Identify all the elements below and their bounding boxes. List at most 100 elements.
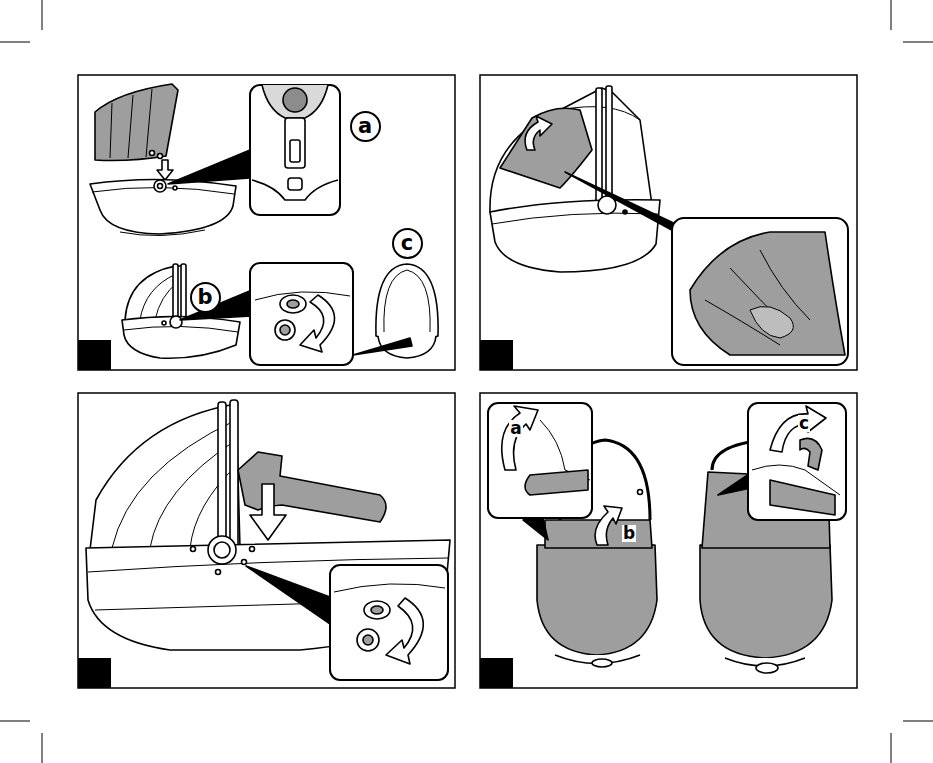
carry-handle-part <box>238 452 386 522</box>
canopy-extension-part <box>623 210 627 214</box>
carry-handle-part <box>386 598 423 664</box>
canopy-fitting-part <box>288 178 302 190</box>
canopy-fitting-part <box>90 179 236 234</box>
callout-circle: c <box>392 228 423 259</box>
panel-frames <box>78 75 857 688</box>
carry-handle-part <box>191 547 196 552</box>
carry-handle-part <box>218 402 226 552</box>
apron-cover-part <box>770 480 835 515</box>
canopy-fitting-part <box>157 160 173 180</box>
carry-handle-part <box>364 601 390 619</box>
step-number-blocks-part <box>480 340 513 370</box>
carry-handle-part <box>250 547 255 552</box>
canopy-extension-part <box>492 213 658 224</box>
callout-letter: c <box>401 233 413 254</box>
apron-cover-part <box>488 403 592 518</box>
canopy-fitting-part <box>250 85 340 215</box>
carry-handle <box>86 400 450 680</box>
canopy-fitting-part <box>150 151 155 156</box>
apron-cover-part <box>595 506 622 545</box>
hood-fixing-part <box>173 264 178 322</box>
hood-fixing-part <box>280 295 306 313</box>
step-letter: c <box>798 415 810 432</box>
step-number-blocks <box>78 340 513 688</box>
hood-fixing-part <box>384 270 430 332</box>
carry-handle-part <box>371 606 383 614</box>
apron-cover-part <box>525 470 588 495</box>
panel-frames-part <box>480 75 857 370</box>
step-letter: b <box>622 525 636 542</box>
carry-handle-part <box>214 542 230 558</box>
hood-fixing-part <box>280 325 290 335</box>
crop-marks-part <box>42 733 43 763</box>
hood-fixing-part <box>170 316 182 328</box>
crop-marks-part <box>903 42 933 43</box>
apron-cover-part <box>700 545 832 658</box>
apron-cover-part <box>592 659 612 667</box>
crop-marks-part <box>0 42 30 43</box>
callout-letter: a <box>358 116 372 137</box>
carry-handle-part <box>246 566 338 628</box>
hood-fixing-part <box>300 295 335 352</box>
step-number-blocks-part <box>78 340 111 370</box>
crop-marks-part <box>891 0 892 30</box>
callout-circle: b <box>190 282 221 313</box>
hood-fixing-part <box>181 264 186 322</box>
hood-fixing-part <box>376 264 438 341</box>
apron-cover-part <box>638 490 643 495</box>
hood-fixing <box>122 263 438 365</box>
crop-marks-part <box>42 0 43 30</box>
apron-cover <box>488 403 846 673</box>
canopy-extension-part <box>705 250 810 345</box>
canopy-fitting-part <box>120 230 205 236</box>
hood-fixing-part <box>122 316 240 358</box>
canopy-extension-part <box>750 306 793 338</box>
hood-fixing-part <box>250 263 353 365</box>
canopy-fitting <box>90 84 340 236</box>
apron-cover-part <box>502 406 538 470</box>
canopy-fitting-part <box>95 84 178 161</box>
apron-cover-part <box>756 663 778 673</box>
carry-handle-part <box>250 484 286 540</box>
canopy-extension-part <box>490 88 652 212</box>
canopy-extension-part <box>500 108 592 188</box>
canopy-extension <box>490 86 848 365</box>
callout-circle: a <box>350 111 381 142</box>
carry-handle-part <box>208 536 236 564</box>
canopy-extension-part <box>672 218 848 365</box>
apron-cover-part <box>748 403 846 520</box>
apron-cover-part <box>537 545 657 655</box>
carry-handle-part <box>330 565 448 680</box>
hood-fixing-part <box>287 300 299 308</box>
hood-fixing-part <box>162 321 166 325</box>
carry-handle-part <box>242 560 247 565</box>
canopy-fitting-part <box>110 89 152 158</box>
apron-cover-part <box>800 438 822 470</box>
panel-frames-part <box>480 393 857 688</box>
canopy-fitting-part <box>158 184 163 189</box>
step-letter: a <box>509 420 522 437</box>
hood-fixing-part <box>275 320 295 340</box>
canopy-fitting-part <box>283 88 307 112</box>
canopy-extension-part <box>690 232 845 355</box>
callout-letter: b <box>197 287 212 308</box>
carry-handle-part <box>230 400 238 550</box>
canopy-fitting-part <box>158 154 163 159</box>
canopy-extension-part <box>606 86 612 206</box>
hood-fixing-part <box>353 338 412 355</box>
hood-fixing-part <box>124 326 238 332</box>
carry-handle-part <box>363 635 373 645</box>
canopy-fitting-part <box>154 180 166 192</box>
crop-marks-part <box>903 721 933 722</box>
canopy-fitting-part <box>290 140 300 162</box>
panel-frames-part <box>78 75 455 370</box>
canopy-extension-part <box>525 116 552 150</box>
canopy-fitting-part <box>262 85 328 118</box>
step-number-blocks-part <box>480 658 513 688</box>
crop-marks-part <box>891 733 892 763</box>
apron-cover-part <box>770 406 826 452</box>
carry-handle-part <box>357 629 379 651</box>
